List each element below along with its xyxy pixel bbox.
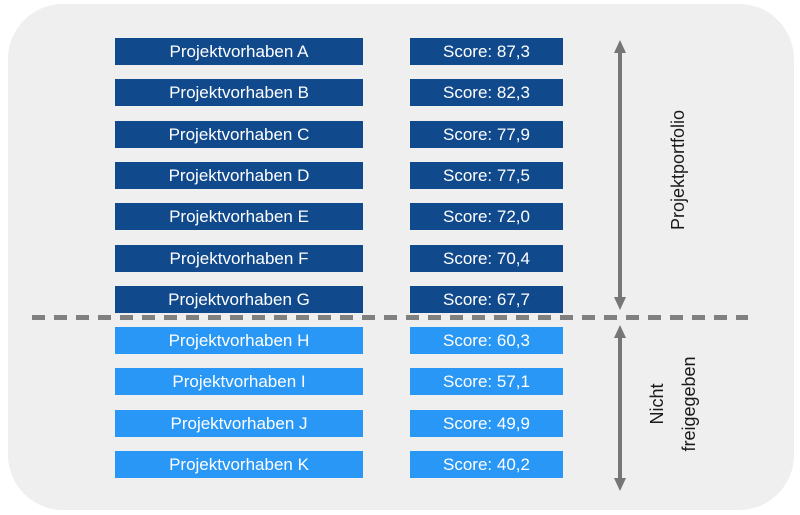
score-bar: Score: 77,5 [410, 162, 563, 189]
score-bar: Score: 82,3 [410, 79, 563, 106]
project-bar: Projektvorhaben G [115, 286, 363, 313]
portfolio-range-arrow-icon [614, 40, 626, 310]
project-bar: Projektvorhaben C [115, 121, 363, 148]
project-bar: Projektvorhaben B [115, 79, 363, 106]
project-bar: Projektvorhaben A [115, 38, 363, 65]
score-bar: Score: 87,3 [410, 38, 563, 65]
project-bar: Projektvorhaben D [115, 162, 363, 189]
score-bar: Score: 72,0 [410, 203, 563, 230]
score-bar: Score: 40,2 [410, 451, 563, 478]
project-bar: Projektvorhaben E [115, 203, 363, 230]
score-bar: Score: 60,3 [410, 327, 563, 354]
score-bar: Score: 67,7 [410, 286, 563, 313]
score-bar: Score: 70,4 [410, 245, 563, 272]
score-bar: Score: 57,1 [410, 368, 563, 395]
project-bar: Projektvorhaben J [115, 410, 363, 437]
project-bar: Projektvorhaben I [115, 368, 363, 395]
not-released-label-line1: Nicht [647, 383, 667, 425]
portfolio-group-label: Projektportfolio [668, 109, 688, 231]
project-bar: Projektvorhaben K [115, 451, 363, 478]
project-bar: Projektvorhaben H [115, 327, 363, 354]
score-bar: Score: 49,9 [410, 410, 563, 437]
not-released-label-line2: freigegeben [679, 356, 699, 452]
project-bar: Projektvorhaben F [115, 245, 363, 272]
cutoff-dashed-line [32, 315, 748, 320]
not-released-range-arrow-icon [614, 325, 626, 491]
score-bar: Score: 77,9 [410, 121, 563, 148]
not-released-group-label: Nicht freigegeben [641, 304, 705, 504]
